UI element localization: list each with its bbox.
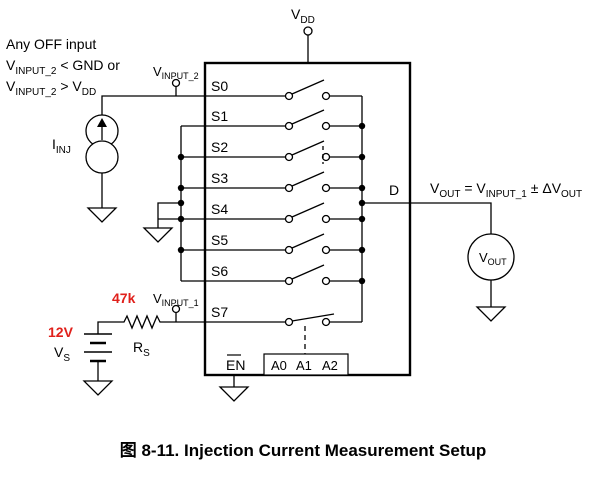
vdd-supply: VDD (291, 6, 315, 63)
switch-label-s0: S0 (211, 78, 228, 94)
d-pin-label: D (389, 182, 399, 198)
switch-label-s7: S7 (211, 304, 228, 320)
svg-text:Any OFF input: Any OFF input (6, 36, 96, 52)
switch-label-s1: S1 (211, 108, 228, 124)
svg-text:VINPUT_2 < GND or: VINPUT_2 < GND or (6, 57, 120, 77)
iinj-label: IINJ (52, 136, 71, 156)
svg-text:VOUT: VOUT (479, 250, 507, 267)
switch-label-s2: S2 (211, 139, 228, 155)
voltage-source-network: 47k VINPUT_1 RS 12V VS (48, 290, 199, 396)
output-network: D VOUT = VINPUT_1 ± ΔVOUT VOUT (362, 180, 582, 322)
figure-caption: 图 8-11. Injection Current Measurement Se… (120, 441, 487, 460)
svg-text:VINPUT_2 > VDD: VINPUT_2 > VDD (6, 78, 96, 98)
vinput2-node (171, 78, 181, 88)
vinput1-label: VINPUT_1 (153, 291, 199, 308)
switch-array: S0 S1 S2 S3 S4 S5 S6 S7 (142, 78, 366, 356)
off-input-note: Any OFF input VINPUT_2 < GND or VINPUT_2… (6, 36, 120, 98)
switch-label-s6: S6 (211, 263, 228, 279)
resistor-value: 47k (112, 290, 136, 306)
svg-text:A0: A0 (271, 358, 287, 373)
switch-label-s4: S4 (211, 201, 228, 217)
svg-text:A1: A1 (296, 358, 312, 373)
source-value: 12V (48, 324, 74, 340)
vout-equation: VOUT = VINPUT_1 ± ΔVOUT (430, 180, 582, 200)
enable-pin: EN (218, 354, 250, 402)
switch-label-s5: S5 (211, 232, 228, 248)
injection-current-source: IINJ (52, 114, 119, 223)
svg-text:A2: A2 (322, 358, 338, 373)
vdd-label: VDD (291, 6, 315, 26)
vinput2-label: VINPUT_2 (153, 64, 199, 81)
vs-label: VS (54, 344, 70, 364)
address-pins: A0 A1 A2 (263, 353, 349, 376)
rs-label: RS (133, 339, 150, 359)
vinput1-node (171, 304, 181, 314)
switch-label-s3: S3 (211, 170, 228, 186)
svg-text:EN: EN (226, 357, 245, 373)
